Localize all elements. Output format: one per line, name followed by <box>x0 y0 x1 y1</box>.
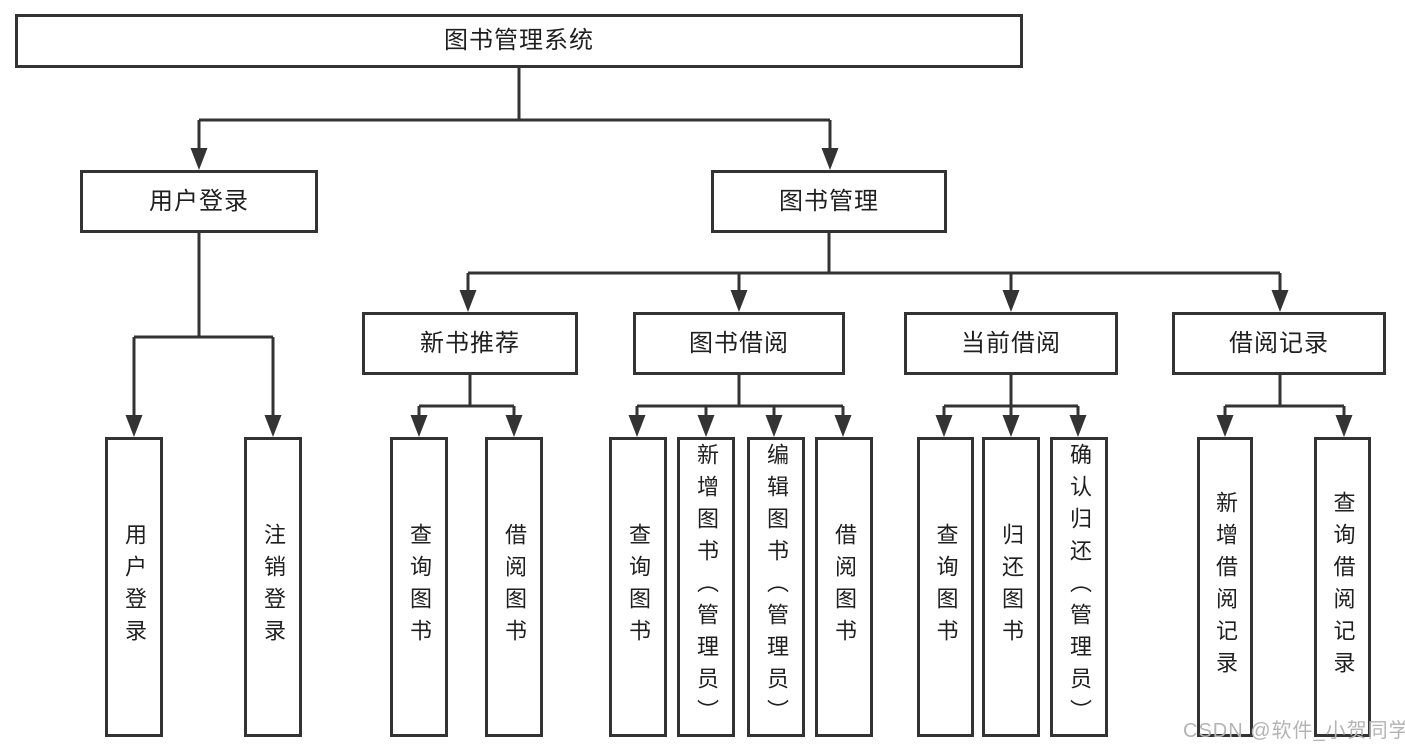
leaf-borrow-books-2: 借阅图书 <box>815 437 873 737</box>
node-current-borrowing: 当前借阅 <box>904 312 1118 375</box>
leaf-query-books-3: 查询图书 <box>917 437 974 737</box>
leaf-add-borrow-record: 新增借阅记录 <box>1197 437 1253 737</box>
node-book-borrowing: 图书借阅 <box>633 312 845 375</box>
leaf-edit-books-admin: 编辑图书（管理员） <box>747 437 805 737</box>
node-root-system: 图书管理系统 <box>15 14 1023 68</box>
node-new-book-recommend: 新书推荐 <box>362 312 578 375</box>
node-user-login-group: 用户登录 <box>80 170 318 233</box>
node-borrowing-records: 借阅记录 <box>1172 312 1386 375</box>
leaf-add-books-admin: 新增图书（管理员） <box>677 437 735 737</box>
leaf-user-login: 用户登录 <box>105 437 163 737</box>
leaf-query-borrow-record: 查询借阅记录 <box>1314 437 1371 737</box>
leaf-confirm-return-admin: 确认归还（管理员） <box>1050 437 1108 737</box>
leaf-logout: 注销登录 <box>244 437 302 737</box>
csdn-watermark: CSDN @软件_小贺同学 <box>1183 720 1405 742</box>
arrowheads <box>125 148 1353 437</box>
leaf-query-books-1: 查询图书 <box>390 437 448 737</box>
leaf-borrow-books-1: 借阅图书 <box>485 437 543 737</box>
node-book-management: 图书管理 <box>711 170 947 233</box>
leaf-query-books-2: 查询图书 <box>609 437 667 737</box>
leaf-return-books: 归还图书 <box>982 437 1040 737</box>
